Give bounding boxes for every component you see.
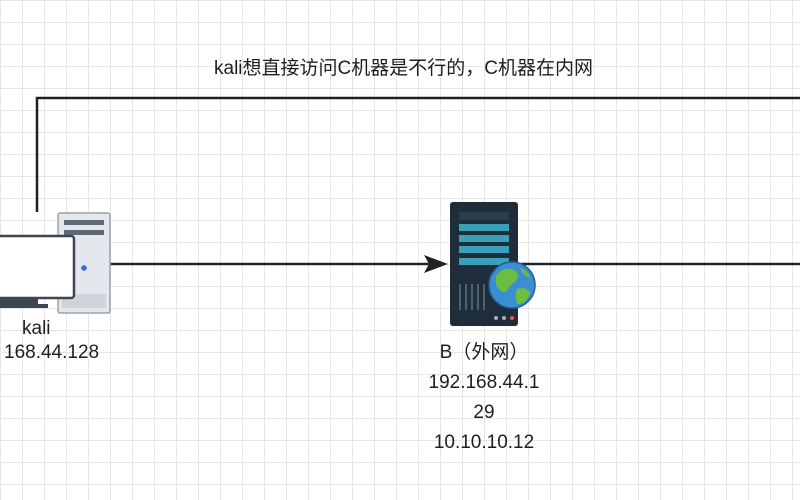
pc-icon xyxy=(0,212,111,314)
b-ip-line-1: 192.168.44.1 xyxy=(428,372,540,393)
b-ip-line-3: 10.10.10.12 xyxy=(433,432,535,453)
kali-node-label: kali xyxy=(22,318,51,339)
b-node-label: B（外网） xyxy=(439,342,529,363)
globe-icon xyxy=(488,261,536,309)
arrowhead xyxy=(424,255,448,273)
kali-ip-label: 168.44.128 xyxy=(4,342,100,363)
b-ip-line-2: 29 xyxy=(473,402,495,423)
connector-kali-to-c-direct xyxy=(35,96,800,212)
diagram-title: kali想直接访问C机器是不行的，C机器在内网 xyxy=(214,58,593,79)
b-node-labels: B（外网） 192.168.44.1 29 10.10.10.12 xyxy=(400,338,568,458)
